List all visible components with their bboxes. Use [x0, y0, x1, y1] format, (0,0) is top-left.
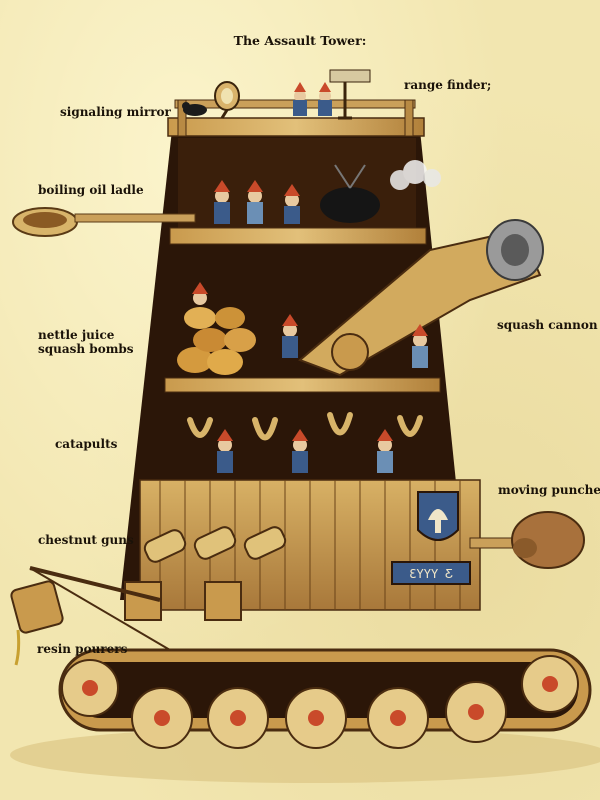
label-nettle-juice-line2: squash bombs [38, 342, 134, 356]
roof-deck [167, 117, 425, 137]
squash-cannon-icon [298, 219, 544, 377]
wheel-row [61, 655, 579, 749]
chestnut-guns-icon [124, 526, 287, 621]
shield-emblem [417, 491, 459, 541]
label-range-finder: range finder; [404, 78, 492, 92]
sign-board-text: ƐΥΥΥ Ƹ [409, 567, 453, 581]
floor2-gnomes [192, 282, 428, 368]
label-catapults: catapults [55, 437, 118, 451]
label-boiling-oil-ladle: boiling oil ladle [38, 183, 144, 197]
resin-pourers-icon [10, 566, 171, 666]
label-resin-pourers: resin pourers [37, 642, 128, 656]
floor1-gnomes [214, 180, 300, 224]
label-chestnut-guns: chestnut guns [38, 533, 134, 547]
floor3-gnomes [217, 429, 393, 473]
catapult-row [187, 412, 423, 441]
bird-icon [182, 102, 207, 116]
page-title: The Assault Tower: [233, 33, 367, 48]
top-gnomes [293, 82, 332, 116]
steam-icon [390, 160, 441, 190]
label-nettle-juice-squash-bombs: nettle juice squash bombs [38, 328, 148, 356]
sign-board: ƐΥΥΥ Ƹ [391, 561, 471, 585]
label-signaling-mirror: signaling mirror [60, 105, 171, 119]
boiling-oil-ladle-icon [12, 207, 196, 237]
signaling-mirror-icon [214, 81, 240, 119]
cauldron-icon [320, 164, 380, 223]
label-nettle-juice-line1: nettle juice [38, 328, 115, 342]
range-finder-icon [329, 69, 371, 120]
squash-bomb-pile [177, 307, 256, 375]
moving-puncher-icon [469, 511, 585, 569]
label-moving-puncher: moving puncher [498, 483, 600, 497]
label-squash-cannon: squash cannon [497, 318, 598, 332]
